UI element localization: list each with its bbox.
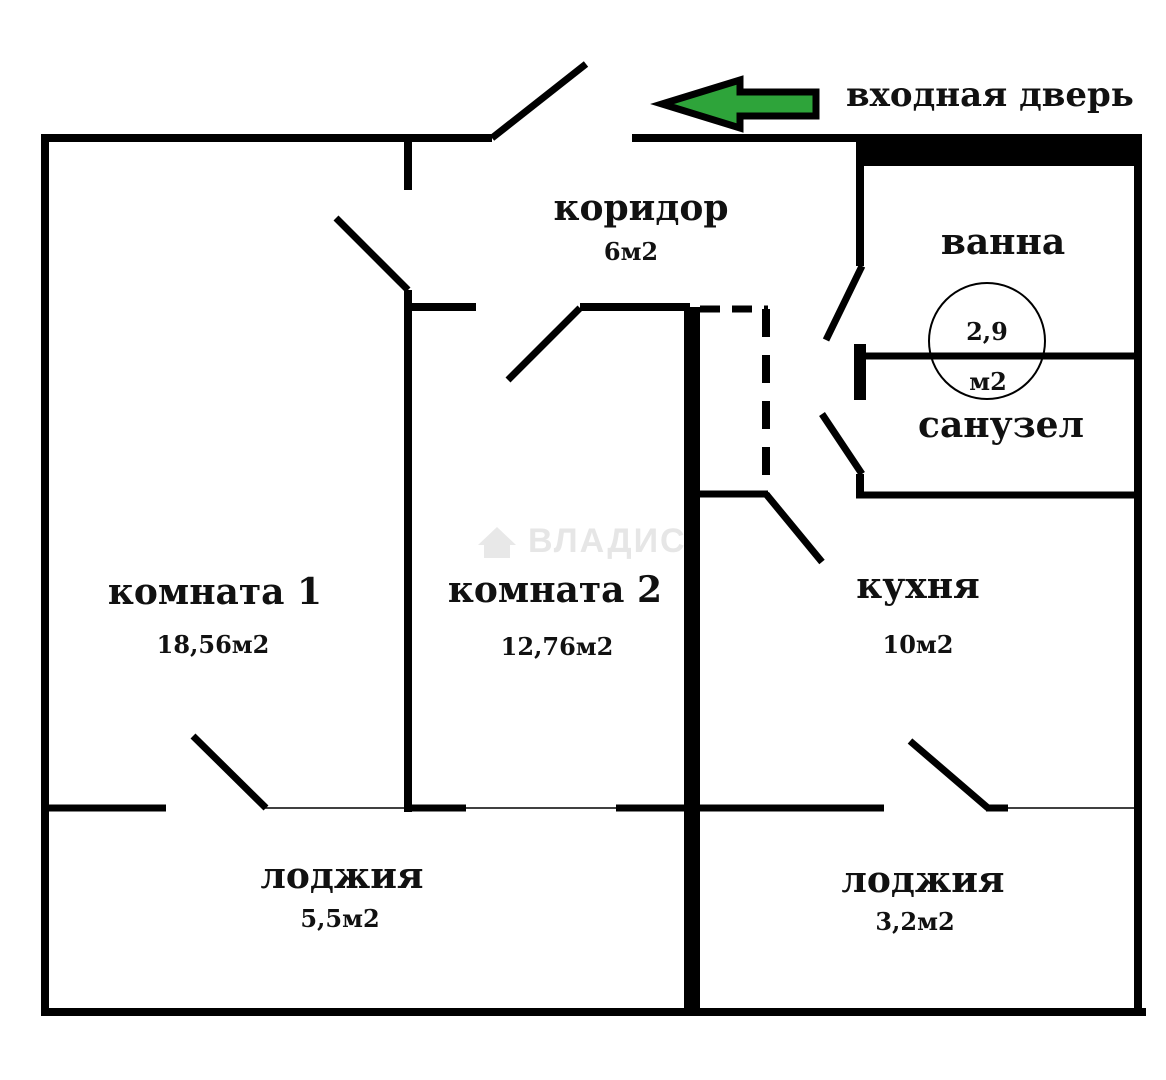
watermark-text: ВЛАДИС [528, 522, 687, 560]
watermark: ВЛАДИС [478, 522, 687, 560]
bath-wc-area-unit: м2 [969, 367, 1007, 396]
bathroom-walls [854, 162, 1138, 499]
entrance-door-leaf [489, 61, 589, 141]
kitchen-area: 10м2 [883, 630, 954, 659]
loggia1-name: лоджия [260, 855, 423, 897]
loggia1-area: 5,5м2 [300, 904, 379, 933]
room2-name: комната 2 [448, 569, 662, 611]
wc-name: санузел [918, 404, 1084, 446]
area-circle [928, 282, 1046, 400]
door-loggia2 [907, 738, 991, 811]
door-loggia1 [190, 733, 269, 811]
door-wc [819, 412, 865, 476]
loggia2-name: лоджия [841, 859, 1004, 901]
outer-walls [41, 134, 1146, 1016]
door-kitchen [763, 491, 825, 565]
corridor-area: 6м2 [604, 237, 658, 266]
arrow-left-icon [650, 75, 820, 133]
corridor-name: коридор [553, 187, 728, 229]
house-icon [478, 527, 516, 558]
wall-top-thick [856, 134, 1142, 166]
bath-wc-area-value: 2,9 [966, 317, 1008, 346]
door-room2 [505, 305, 583, 383]
doors [190, 215, 991, 811]
room1-area: 18,56м2 [157, 630, 270, 659]
door-room1 [333, 215, 411, 293]
kitchen-name: кухня [856, 565, 979, 607]
entrance-label: входная дверь [846, 75, 1134, 115]
door-bath [822, 264, 866, 342]
inner-walls [404, 138, 770, 1012]
room2-area: 12,76м2 [501, 632, 614, 661]
entrance-arrow [650, 75, 820, 133]
bath-name: ванна [941, 221, 1065, 263]
room1-name: комната 1 [108, 571, 322, 613]
loggia2-area: 3,2м2 [875, 907, 954, 936]
